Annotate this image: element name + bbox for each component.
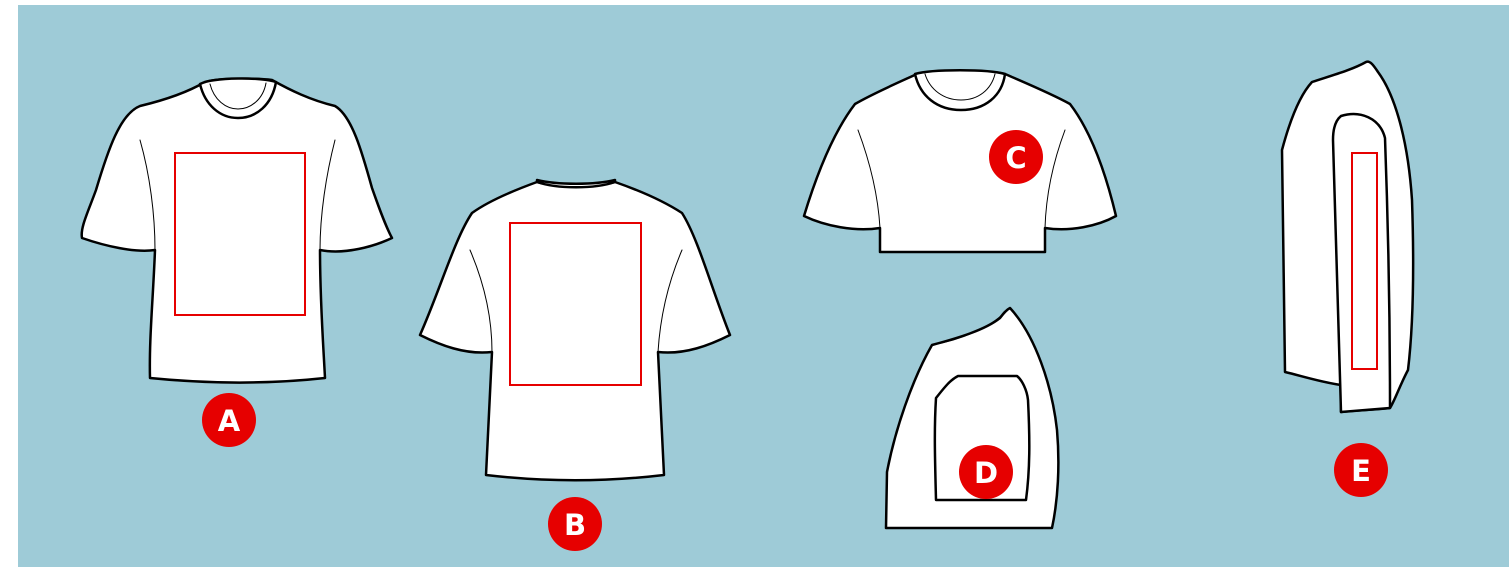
badge-c: C: [989, 130, 1043, 184]
long-sleeve-icon: [1282, 62, 1413, 412]
badge-d-label: D: [974, 456, 998, 490]
badge-b-label: B: [564, 508, 586, 542]
badge-e-label: E: [1351, 454, 1371, 488]
badge-b: B: [548, 497, 602, 551]
badge-d: D: [959, 445, 1013, 499]
badge-c-label: C: [1005, 141, 1026, 175]
badge-a: A: [202, 393, 256, 447]
badge-a-label: A: [218, 404, 241, 438]
badge-e: E: [1334, 443, 1388, 497]
